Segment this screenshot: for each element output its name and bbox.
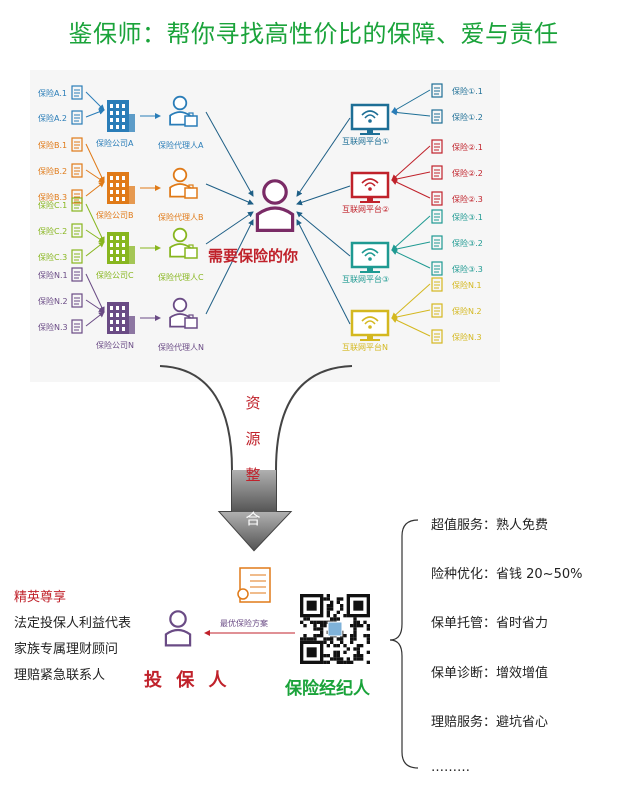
service-item: 保单诊断：增效增值 [431,666,549,681]
service-item: 保单托管：省时省力 [431,616,549,631]
policy-document-icon [71,110,83,125]
policy-document-icon [431,83,443,98]
policy-document-icon [71,189,83,204]
center-person-label: 需要保险的你 [208,247,299,265]
policy-document-icon [71,137,83,152]
policy-document-icon [71,163,83,178]
connector-arrow [85,273,105,313]
policy-document-icon [71,293,83,308]
connector-arrow [391,179,431,199]
connector-arrow [391,215,431,251]
policy-document-icon [431,261,443,276]
connector-arrow [391,317,431,337]
service-item: ……… [431,760,470,775]
connector-arrow [205,111,254,197]
benefit-item: 法定投保人利益代表 [14,616,132,631]
connector-arrow [85,203,105,243]
connector-arrow [85,109,105,118]
connector-arrow [85,311,105,327]
policy-document-icon [71,197,83,212]
resource-arrow-head [220,512,290,550]
building-icon [107,302,135,334]
service-item: 理赔服务：避坑省心 [431,715,549,730]
arrow-char-4: 合 [245,510,261,528]
building-icon [107,172,135,204]
page-title: 鉴保师：帮你寻找高性价比的保障、爱与责任 [68,20,559,48]
service-item: 险种优化：省钱 20~50% [431,567,583,582]
broker-label: 保险经纪人 [285,679,370,699]
qr-code [300,594,370,664]
best-plan-label: 最优保险方案 [220,619,268,628]
connector-arrow [391,309,431,320]
connector-arrow [296,211,351,257]
connector-arrow [391,89,431,113]
building-icon [107,232,135,264]
connector-arrow [391,109,431,117]
benefit-item: 家族专属理财顾问 [14,642,119,657]
connector-arrow [205,211,254,245]
connector-arrow [391,145,431,181]
resource-arrow-shaft [232,470,276,512]
policy-document-icon [71,249,83,264]
connector-arrow [85,91,105,111]
agent-person-icon [169,297,191,328]
policy-document-icon [71,319,83,334]
connector-arrow [205,183,254,205]
elite-benefits-list: 精英尊享 法定投保人利益代表 家族专属理财顾问 理赔紧急联系人 [14,585,131,689]
services-brace [389,519,419,769]
connector-arrow [391,171,431,182]
briefcase-icon [184,314,198,329]
insured-person-icon [164,610,192,647]
connector-arrow [85,169,105,183]
connector-arrow [391,241,431,252]
monitor-icon [350,103,390,135]
policy-document-icon [431,209,443,224]
connector-arrow [85,181,105,197]
monitor-icon [350,241,390,273]
connector-arrow [85,241,105,257]
connector-arrow [391,283,431,319]
connector-arrow [85,299,105,313]
briefcase-icon [184,184,198,199]
policy-document-icon [431,235,443,250]
briefcase-icon [184,244,198,259]
policy-document-icon [431,139,443,154]
connector-arrow [296,185,351,206]
policy-document-icon [431,303,443,318]
arrow-char-1: 资 [245,394,261,412]
policy-document-icon [431,165,443,180]
policy-document-icon [431,329,443,344]
connector-arrow [296,219,351,325]
elite-heading: 精英尊享 [14,590,67,605]
policy-document-icon [431,277,443,292]
connector-arrow [296,117,351,197]
policy-document-icon [71,85,83,100]
connector-arrow [391,249,431,269]
insured-label: 投 保 人 [144,670,231,691]
service-item: 超值服务：熟人免费 [431,518,549,533]
connector-arrow [85,143,105,183]
arrow-char-2: 源 [245,430,261,448]
arrow-char-3: 整 [245,466,261,484]
briefcase-icon [184,112,198,127]
monitor-icon [350,171,390,203]
policy-document-icon [431,191,443,206]
certificate-icon [237,567,271,603]
connector-arrow [205,219,254,315]
connector-arrow [85,229,105,243]
policy-document-icon [71,267,83,282]
policy-document-icon [431,109,443,124]
building-icon [107,100,135,132]
center-person-icon [255,179,295,232]
policy-document-icon [71,223,83,238]
benefit-item: 理赔紧急联系人 [14,668,106,683]
monitor-icon [350,309,390,341]
